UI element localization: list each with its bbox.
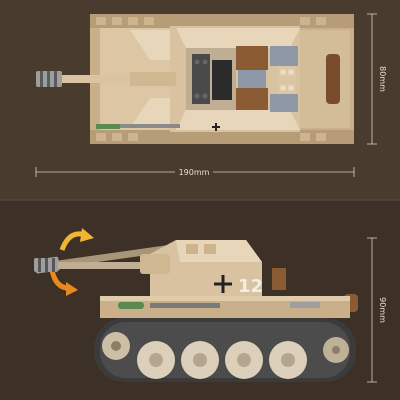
glacis-panel-right xyxy=(130,98,176,128)
gun-mantlet-side xyxy=(140,254,170,274)
engine-grille-center xyxy=(238,70,266,88)
hull-number: 12 xyxy=(238,276,263,297)
roof-stud-1 xyxy=(186,244,198,254)
idler-hub xyxy=(332,346,340,354)
hatch-studs xyxy=(280,69,294,91)
shovel-tool xyxy=(96,124,120,129)
breech-studs xyxy=(194,59,208,99)
engine-plate-2 xyxy=(270,94,298,112)
elevation-arrow-down-head xyxy=(66,282,78,296)
length-dimension xyxy=(35,167,355,177)
engine-plate-1 xyxy=(270,46,298,66)
fender-tool-green xyxy=(118,302,144,309)
width-dimension xyxy=(367,13,377,145)
glacis-panel-left xyxy=(130,30,176,60)
gun-mantlet-top xyxy=(130,72,176,86)
deck-tool xyxy=(120,124,180,128)
left-track-skirt xyxy=(90,14,354,28)
superstructure-side-left xyxy=(176,28,300,48)
gun-barrel-top xyxy=(60,75,172,83)
fender-tool-grey xyxy=(150,303,220,308)
superstructure-side-right xyxy=(176,110,300,130)
ammo-box-1 xyxy=(236,46,268,70)
height-dimension xyxy=(367,237,377,383)
elevation-arrow-up-head xyxy=(80,228,94,242)
rear-deck xyxy=(300,30,350,128)
skirt-studs xyxy=(96,17,326,141)
gun-breech xyxy=(192,54,210,104)
muzzle-brake-bands xyxy=(40,71,57,87)
muzzle-brake-side-bands xyxy=(38,258,55,272)
length-dimension-label: 190mm xyxy=(179,168,210,177)
tank-top-view xyxy=(36,14,354,144)
track-inner xyxy=(100,322,350,378)
drive-sprocket-hub xyxy=(111,341,121,351)
rear-exhaust xyxy=(326,54,340,104)
cross-marking-side xyxy=(214,275,232,293)
fender-tool-rear xyxy=(290,302,320,308)
breech-block xyxy=(212,60,232,100)
width-dimension-label: 80mm xyxy=(378,66,387,92)
gun-barrel-lowered xyxy=(56,262,176,269)
height-dimension-label: 90mm xyxy=(378,297,387,323)
ammo-box-2 xyxy=(236,88,268,110)
tank-side-view: 12 xyxy=(34,228,358,382)
rear-stowage-box xyxy=(272,268,286,290)
hull-side xyxy=(100,296,350,318)
roof-stud-2 xyxy=(204,244,216,254)
fender-top xyxy=(100,296,350,301)
cross-marking-top xyxy=(212,123,220,131)
right-track-skirt xyxy=(90,130,354,144)
gun-barrel-raised xyxy=(56,244,177,268)
road-wheels xyxy=(137,341,307,379)
